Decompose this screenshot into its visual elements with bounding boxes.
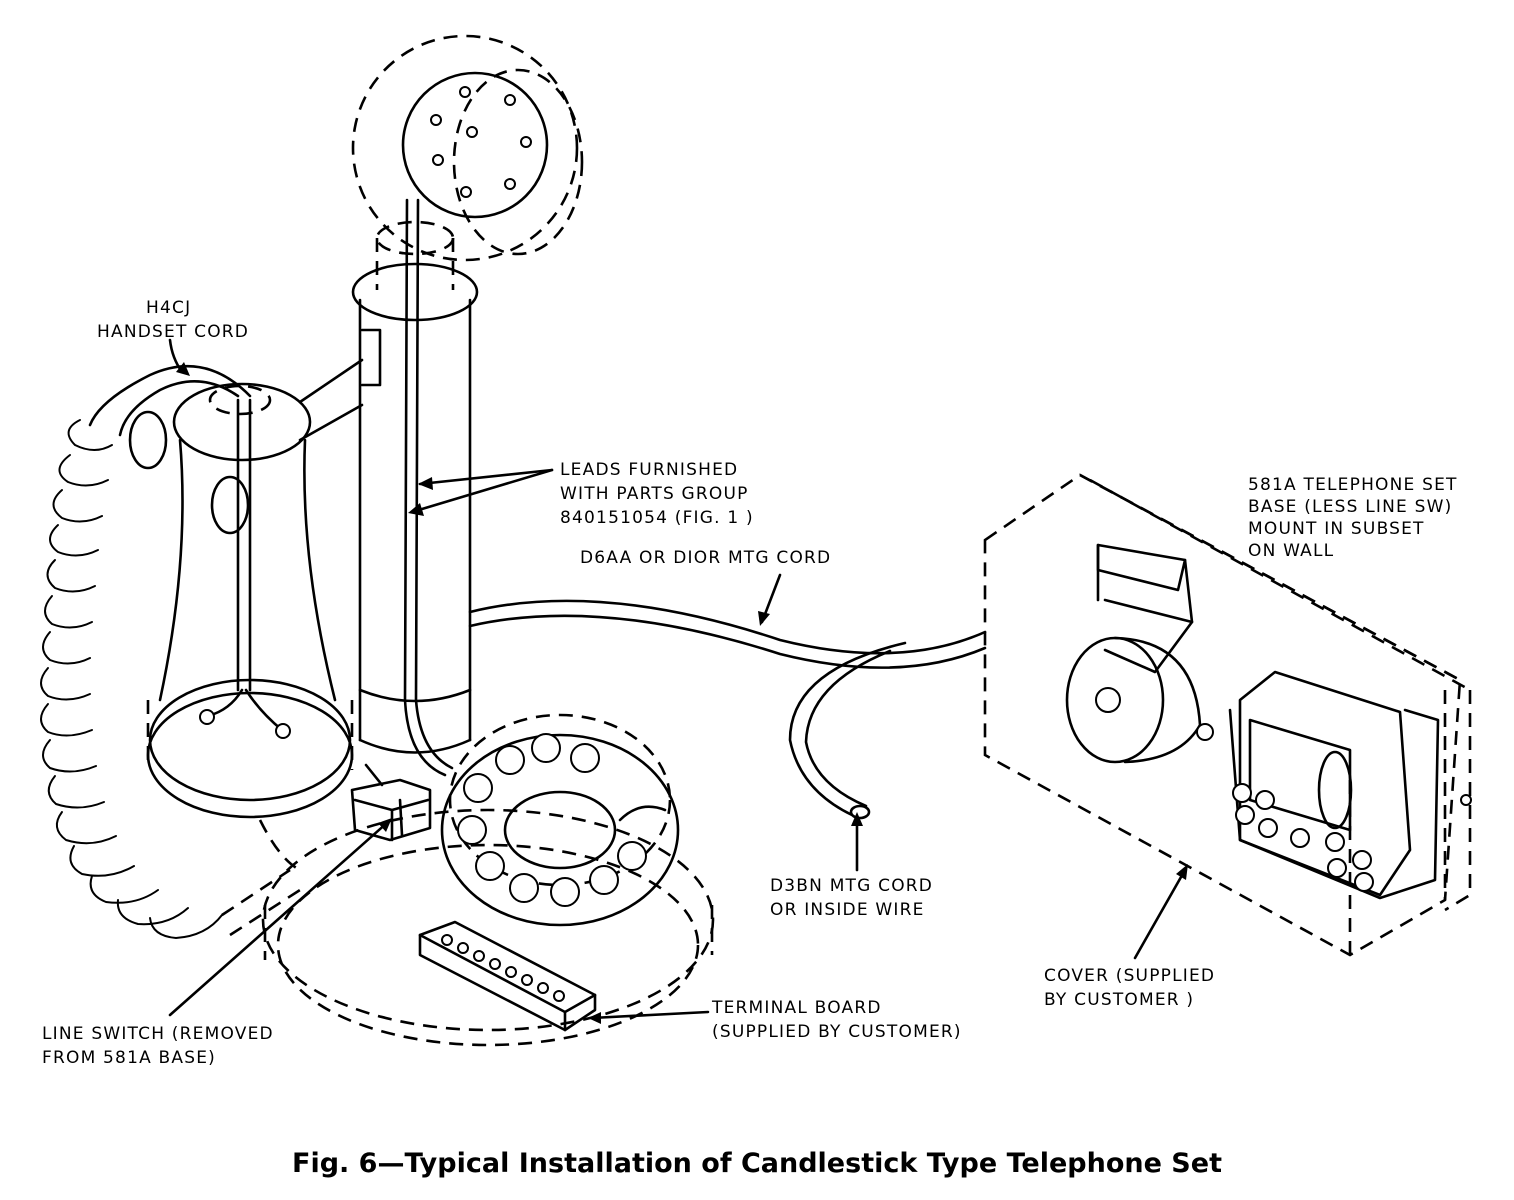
d6aa-mounting-cord	[468, 599, 987, 669]
leads-arrowhead-upper	[418, 477, 433, 490]
cover-leader	[1133, 868, 1187, 960]
handset-cord-label-line-2: HANDSET CORD	[97, 322, 250, 342]
line-switch-label-line-1: LINE SWITCH (REMOVED	[42, 1024, 274, 1044]
581a-base-mechanism	[1065, 543, 1214, 764]
line-switch-arrowhead	[378, 818, 392, 832]
line-switch-label: LINE SWITCH (REMOVED FROM 581A BASE)	[42, 1022, 274, 1070]
telephone-base-label-line-2: BASE (LESS LINE SW)	[1248, 497, 1453, 517]
leads-inside-stem	[403, 198, 454, 777]
cover-label: COVER (SUPPLIED BY CUSTOMER )	[1044, 964, 1215, 1012]
terminal-board-label-line-1: TERMINAL BOARD	[712, 998, 882, 1018]
line-switch-label-line-2: FROM 581A BASE)	[42, 1048, 216, 1068]
d3bn-cord-label-line-2: OR INSIDE WIRE	[770, 900, 925, 920]
leads-arrowhead-lower	[408, 503, 424, 516]
leads-leader-lower	[410, 468, 554, 514]
cover-arrowhead	[1176, 864, 1188, 880]
cover-label-line-1: COVER (SUPPLIED	[1044, 966, 1216, 986]
terminal-board-arrowhead	[588, 1012, 601, 1024]
d3bn-cord-label: D3BN MTG CORD OR INSIDE WIRE	[770, 874, 933, 922]
mtg-cord-label: D6AA OR DIOR MTG CORD	[580, 546, 831, 570]
leads-label-line-1: LEADS FURNISHED	[560, 460, 739, 480]
rotary-dial	[440, 713, 680, 927]
mtg-cord-label-line-1: D6AA OR DIOR MTG CORD	[580, 548, 832, 568]
leads-label-line-3: 840151054 (FIG. 1 )	[560, 508, 754, 528]
leads-label: LEADS FURNISHED WITH PARTS GROUP 840151054…	[560, 458, 754, 530]
d3bn-cord-arrowhead	[851, 812, 863, 826]
telephone-base-label-line-3: MOUNT IN SUBSET	[1248, 519, 1425, 539]
d6aa-cord-arrowhead	[758, 611, 770, 626]
candlestick-telephone	[40, 34, 715, 1047]
candlestick-base	[261, 808, 715, 1047]
line-switch-leader	[168, 820, 390, 1017]
handset-cord-label: H4CJ HANDSET CORD	[97, 296, 249, 344]
candlestick-stem	[298, 220, 479, 754]
terminal-board-label: TERMINAL BOARD (SUPPLIED BY CUSTOMER)	[712, 996, 962, 1044]
terminal-board-leader	[590, 1010, 710, 1020]
receiver-bell	[128, 382, 354, 872]
handset-cord-arrowhead	[176, 362, 190, 376]
leader-lines	[168, 338, 1188, 1024]
wall-subset-box	[983, 473, 1472, 957]
ringer-unit	[1228, 670, 1440, 900]
figure-caption: Fig. 6—Typical Installation of Candlesti…	[292, 1148, 1222, 1179]
leads-label-line-2: WITH PARTS GROUP	[560, 484, 749, 504]
transmitter	[351, 34, 584, 262]
d3bn-mounting-cord	[788, 641, 907, 820]
line-switch	[350, 763, 432, 842]
coiled-handset-cord	[40, 364, 301, 940]
telephone-base-label-line-4: ON WALL	[1248, 541, 1335, 561]
telephone-base-label-line-1: 581A TELEPHONE SET	[1248, 475, 1458, 495]
d3bn-cord-label-line-1: D3BN MTG CORD	[770, 876, 934, 896]
handset-cord-label-line-1: H4CJ	[146, 298, 192, 318]
cover-label-line-2: BY CUSTOMER )	[1044, 990, 1195, 1010]
terminal-board-label-line-2: (SUPPLIED BY CUSTOMER)	[712, 1022, 962, 1042]
leads-leader-upper	[418, 468, 554, 486]
terminal-board	[418, 920, 597, 1032]
